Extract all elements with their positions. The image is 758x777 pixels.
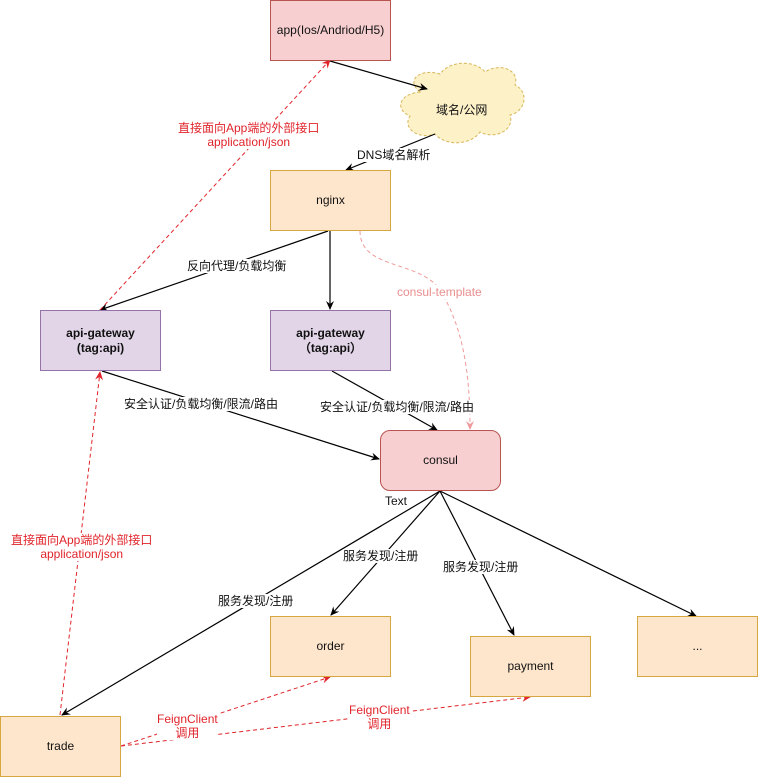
- node-more[interactable]: ...: [637, 616, 758, 677]
- edge-trade-to-gateway-left-dashed: [59, 371, 104, 716]
- edge-label-consul-template: consul-template: [397, 285, 482, 299]
- node-gateway-left-line1: api-gateway: [66, 325, 135, 340]
- node-trade[interactable]: trade: [0, 716, 121, 777]
- edge-gateway-left-to-app-dashed: [99, 59, 331, 311]
- edge-consul-to-more: [439, 490, 697, 617]
- node-payment-label: payment: [507, 659, 554, 673]
- node-payment[interactable]: payment: [470, 636, 591, 697]
- edge-label-direct-bottom-line1: 直接面向App端的外部接口: [11, 533, 153, 547]
- edge-label-feign-order: FeignClient 调用: [157, 712, 218, 740]
- node-nginx-label: nginx: [316, 193, 345, 207]
- edge-label-dns: DNS域名解析: [357, 148, 431, 162]
- edge-label-discovery-trade: 服务发现/注册: [218, 594, 294, 608]
- node-app[interactable]: app(Ios/Andriod/H5): [270, 0, 391, 61]
- node-gateway-left[interactable]: api-gateway (tag:api): [40, 310, 161, 371]
- edge-label-discovery-payment: 服务发现/注册: [443, 560, 519, 574]
- cloud-shape: [400, 62, 525, 144]
- edge-label-text: Text: [385, 494, 408, 508]
- edge-label-reverse-proxy: 反向代理/负载均衡: [187, 259, 287, 273]
- node-consul[interactable]: consul: [380, 430, 501, 491]
- edge-label-direct-bottom: 直接面向App端的外部接口 application/json: [11, 533, 153, 561]
- edge-app-to-cloud: [329, 60, 428, 91]
- edge-label-security-left: 安全认证/负载均衡/限流/路由: [124, 397, 279, 411]
- edge-gateway-left-to-consul: [101, 370, 380, 461]
- edge-label-feign-order-line1: FeignClient: [157, 712, 218, 726]
- node-order-label: order: [316, 639, 345, 653]
- edge-label-discovery-order: 服务发现/注册: [343, 549, 419, 563]
- node-app-label: app(Ios/Andriod/H5): [276, 23, 385, 37]
- edge-label-direct-top: 直接面向App端的外部接口 application/json: [178, 121, 320, 149]
- node-gateway-right-line2: （tag:api）: [298, 340, 363, 355]
- edge-label-feign-payment: FeignClient 调用: [349, 703, 410, 731]
- edge-label-direct-top-line1: 直接面向App端的外部接口: [178, 121, 320, 135]
- node-gateway-right-line1: api-gateway: [296, 325, 365, 340]
- edge-label-feign-payment-line1: FeignClient: [349, 703, 410, 717]
- node-nginx[interactable]: nginx: [270, 170, 391, 231]
- edge-label-security-right: 安全认证/负载均衡/限流/路由: [320, 400, 475, 414]
- edge-trade-to-order-dashed: [120, 675, 331, 747]
- node-consul-label: consul: [423, 453, 458, 467]
- node-gateway-left-line2: (tag:api): [76, 340, 125, 355]
- edge-label-feign-order-line2: 调用: [175, 726, 200, 740]
- edge-label-direct-bottom-line2: application/json: [40, 547, 124, 561]
- node-gateway-right[interactable]: api-gateway （tag:api）: [270, 310, 391, 371]
- node-trade-label: trade: [46, 739, 75, 753]
- node-more-label: ...: [692, 639, 703, 653]
- edge-trade-to-payment-dashed: [120, 693, 531, 747]
- edge-label-feign-payment-line2: 调用: [367, 717, 392, 731]
- edge-label-direct-top-line2: application/json: [207, 135, 291, 149]
- node-order[interactable]: order: [270, 616, 391, 677]
- node-cloud-label: 域名/公网: [436, 103, 488, 117]
